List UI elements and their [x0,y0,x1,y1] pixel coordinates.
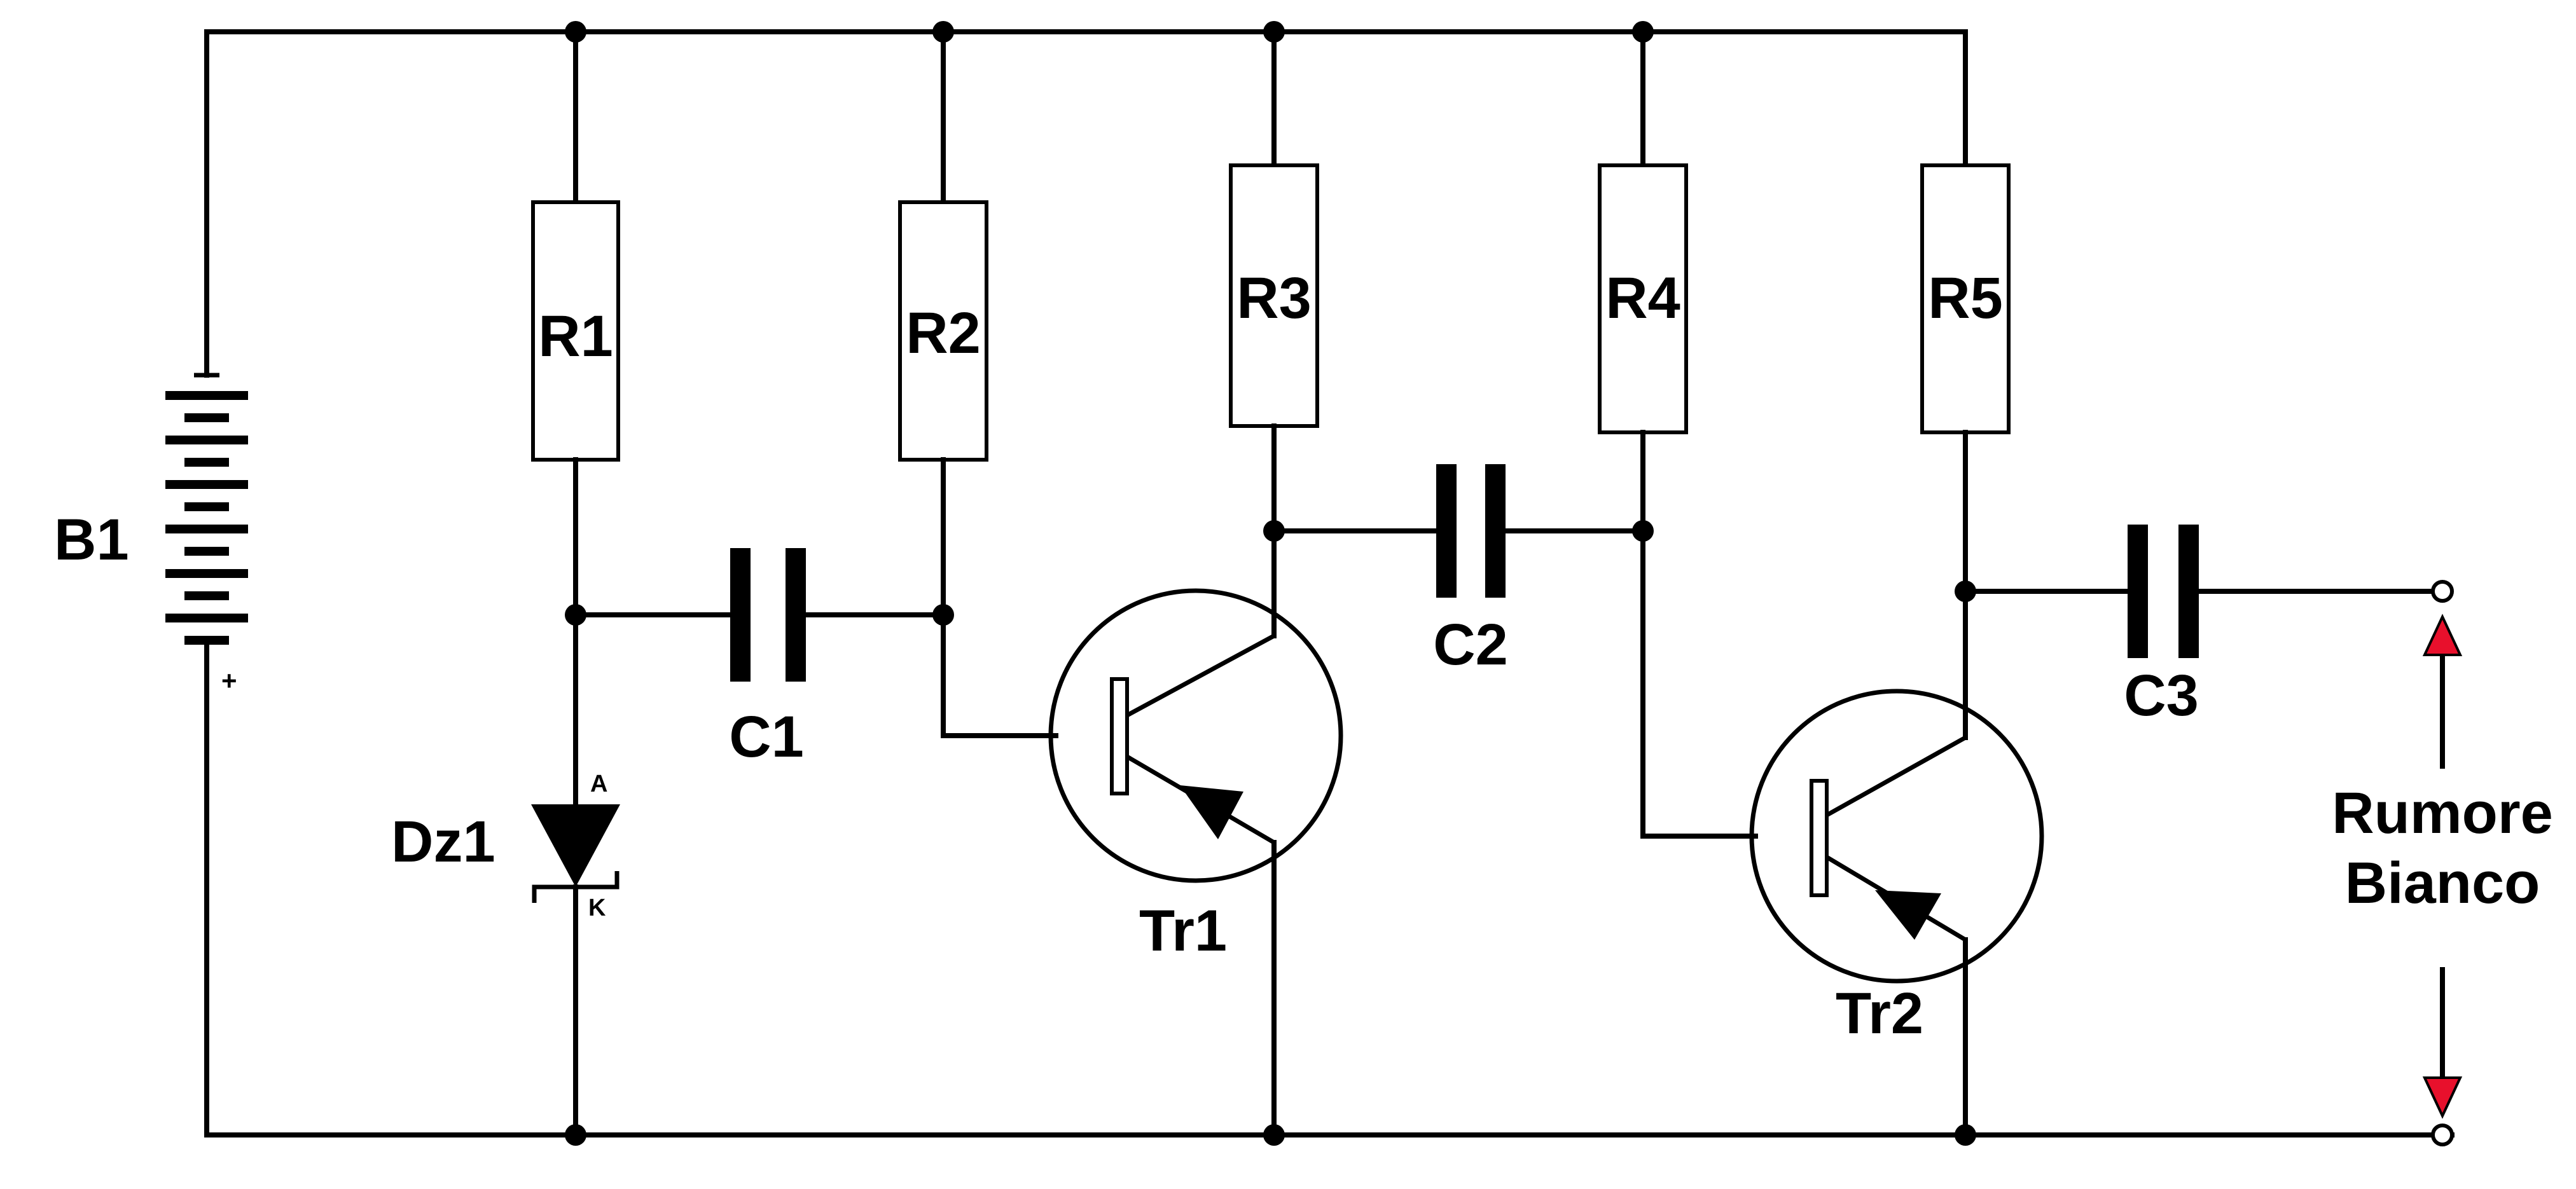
resistor-r2-label: R2 [906,301,981,366]
battery-b1 [165,373,248,670]
transistor-tr1 [1048,588,1343,1137]
output-terminal-bottom [2431,1124,2454,1146]
zener-dz1-label: Dz1 [391,809,495,874]
output-arrow-down [2422,967,2463,1119]
bottom-rail [204,665,2455,1137]
branch-r3 [1229,29,1319,638]
output-label-line1: Rumore [2332,781,2553,846]
branch-r4 [1598,29,1758,839]
resistor-r1-label: R1 [538,304,613,369]
branch-r1-dz1 [531,29,620,1137]
zener-anode-label: A [590,771,607,797]
output-terminal-top [2431,580,2454,603]
battery-label: B1 [54,507,129,572]
top-rail [204,29,1968,378]
output-arrow-up [2422,614,2463,769]
transistor-tr1-label: Tr1 [1139,898,1227,963]
capacitor-c3-label: C3 [2124,663,2199,728]
output-label-line2: Bianco [2345,851,2540,916]
capacitor-c1 [573,548,946,682]
resistor-r4-label: R4 [1605,266,1680,331]
transistor-tr2 [1749,689,2044,1137]
capacitor-c2 [1271,464,1645,598]
capacitor-c2-label: C2 [1433,612,1508,677]
branch-r5 [1920,163,2011,740]
branch-r2 [898,29,1058,738]
capacitor-c1-label: C1 [729,704,804,769]
capacitor-c3 [1963,525,2435,658]
transistor-tr2-label: Tr2 [1836,981,1923,1046]
resistor-r3-label: R3 [1236,266,1312,331]
zener-cathode-label: K [588,895,606,921]
resistor-r5-label: R5 [1928,266,2003,331]
battery-plus-sign: + [221,666,237,696]
junction-nodes [565,21,1976,1146]
